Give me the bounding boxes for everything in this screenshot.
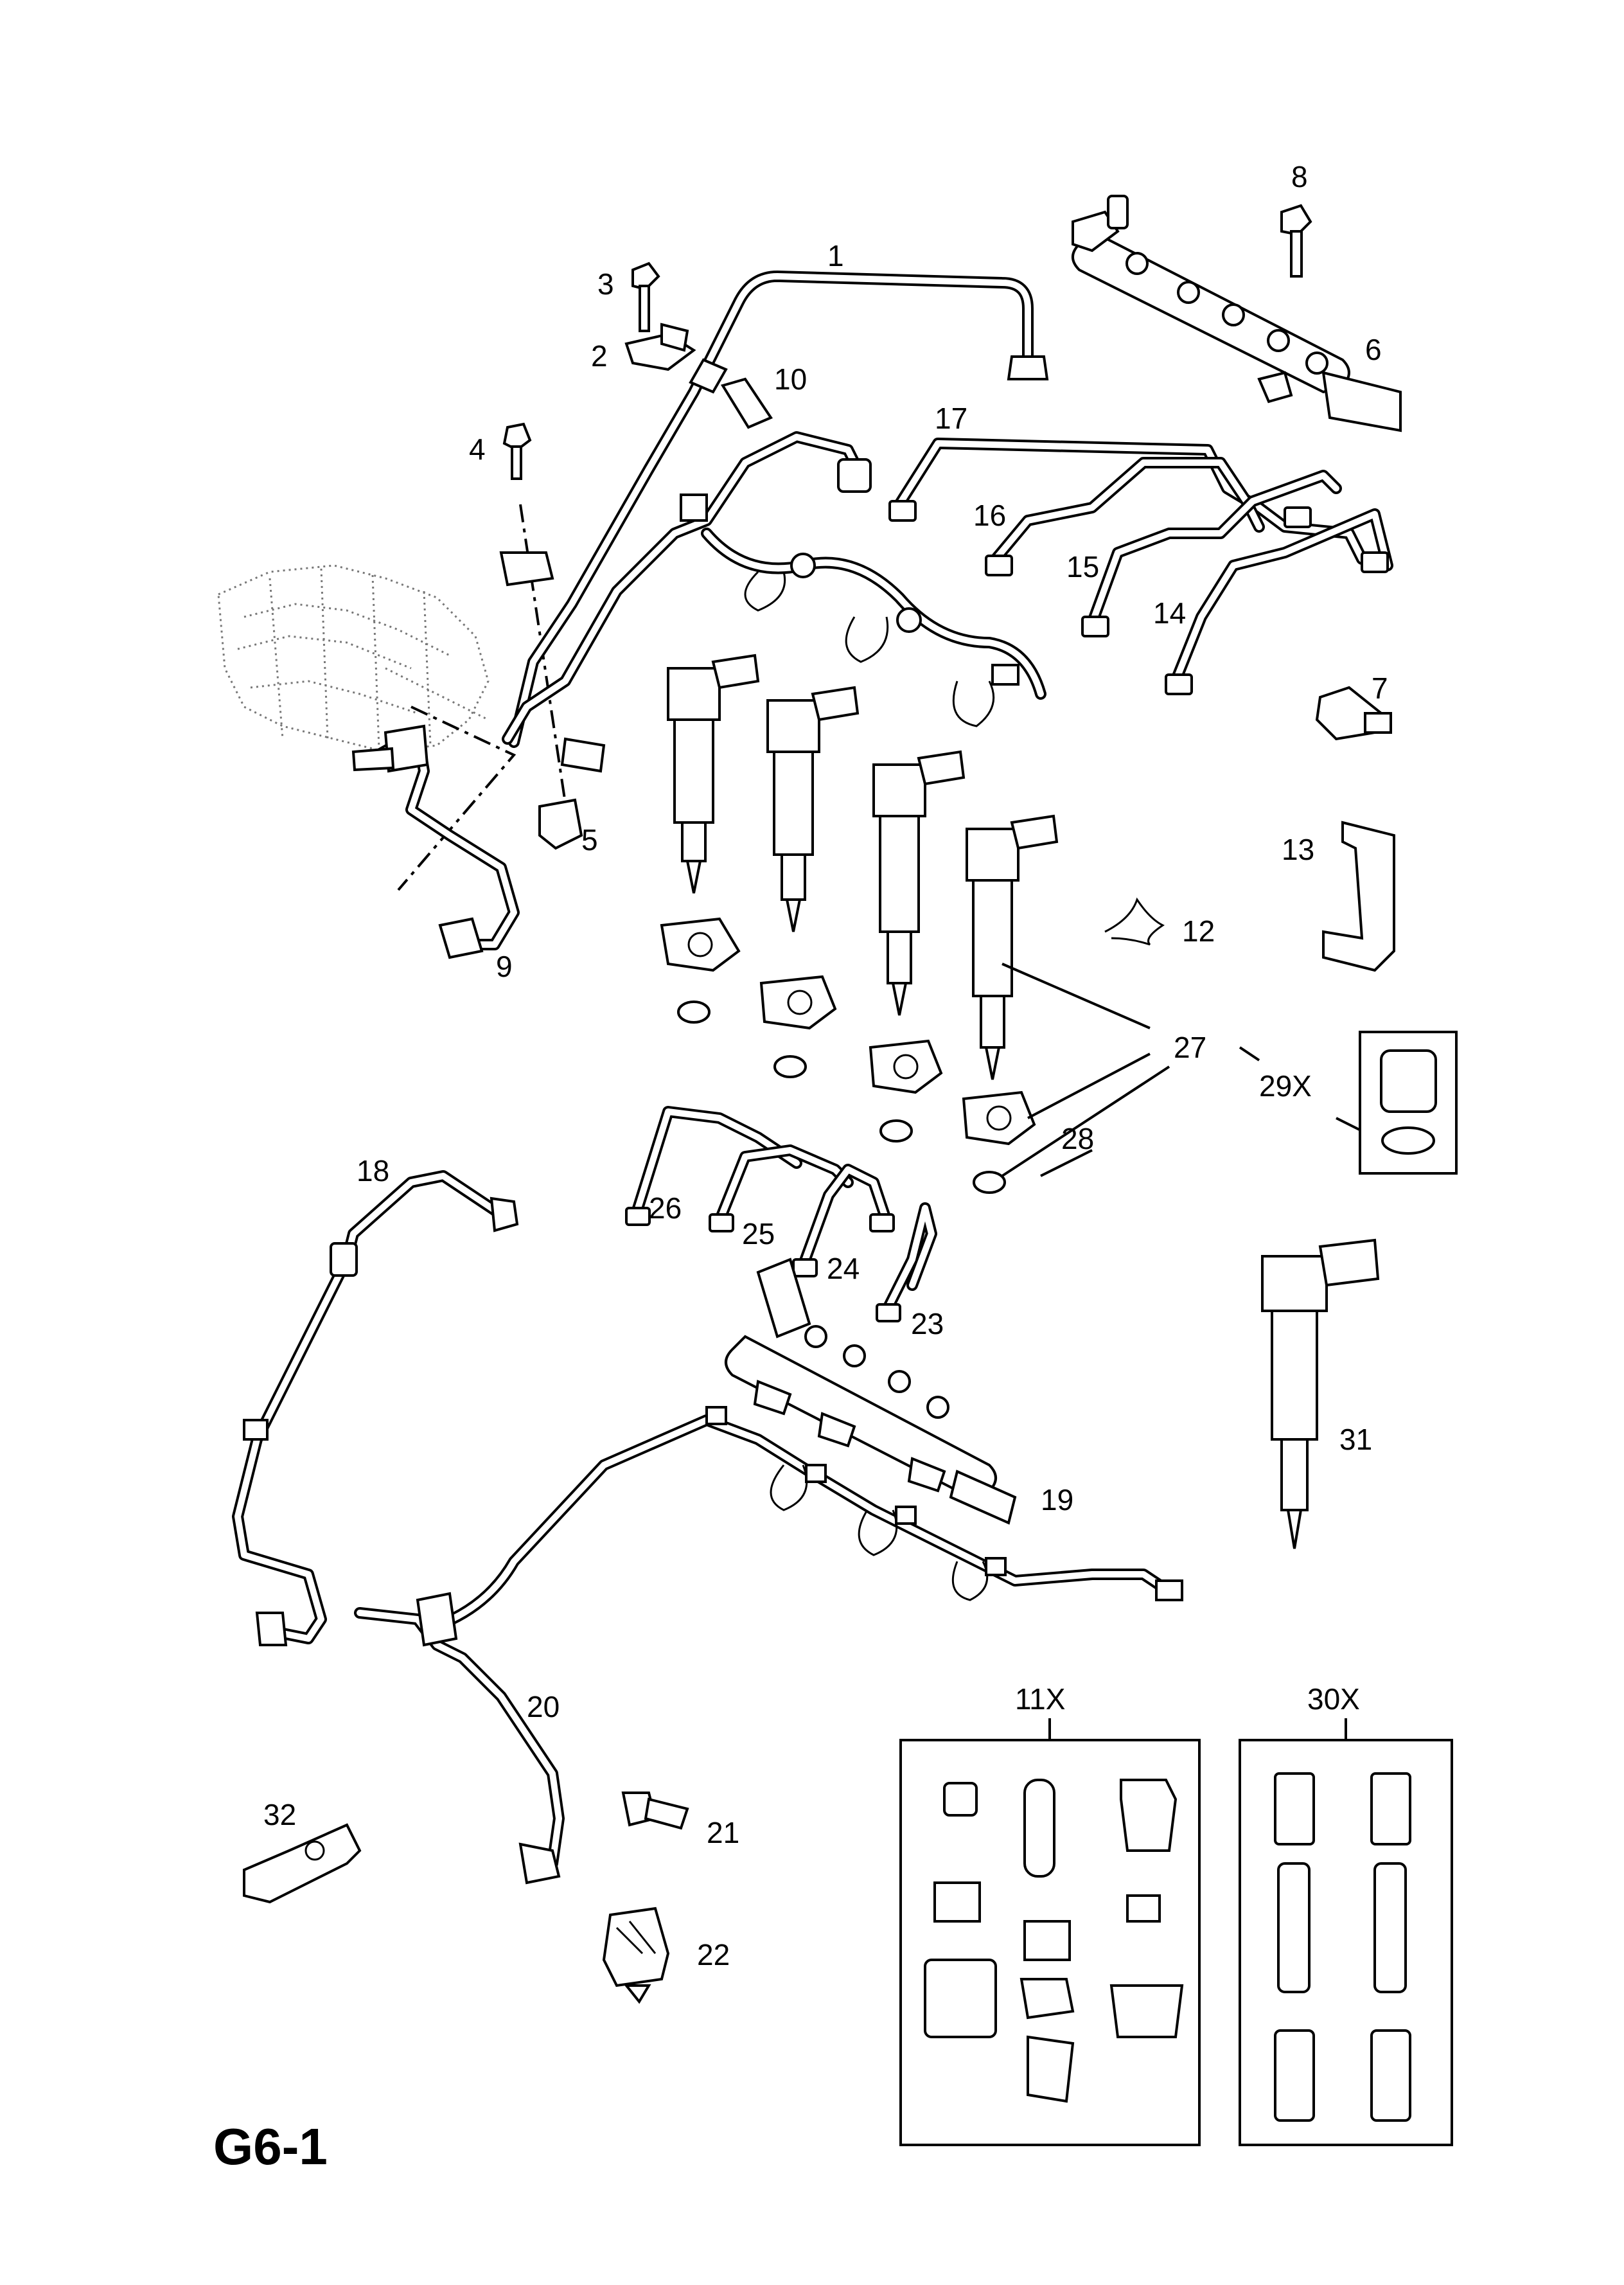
label-3: 3 — [597, 267, 614, 301]
engine-block-outline — [217, 564, 490, 753]
kit-11x-box — [899, 1718, 1201, 2146]
label-18: 18 — [357, 1154, 389, 1187]
label-21: 21 — [707, 1816, 739, 1849]
line-18 — [232, 1170, 519, 1646]
clip-2 — [624, 323, 696, 371]
label-25: 25 — [742, 1217, 775, 1250]
label-27: 27 — [1174, 1031, 1206, 1064]
label-9: 9 — [496, 950, 513, 983]
label-8: 8 — [1291, 160, 1308, 193]
screw-3 — [631, 262, 660, 332]
clip-32 — [243, 1823, 362, 1904]
leader-lines — [1001, 963, 1363, 1177]
label-20: 20 — [527, 1690, 560, 1723]
injector-pipes-14-17 — [888, 438, 1393, 695]
label-30x: 30X — [1307, 1682, 1360, 1716]
label-4: 4 — [469, 432, 486, 466]
line-20 — [354, 1592, 565, 1885]
bolt-8 — [1280, 204, 1312, 278]
line-9 — [351, 724, 520, 959]
label-26: 26 — [649, 1191, 682, 1225]
label-15: 15 — [1066, 550, 1099, 583]
return-line-upper — [499, 431, 1046, 850]
label-22: 22 — [697, 1938, 730, 1971]
injector-31 — [1261, 1238, 1380, 1549]
fuel-rail-lower — [725, 1258, 1017, 1525]
label-12: 12 — [1182, 914, 1215, 948]
bracket-13 — [1322, 821, 1395, 972]
label-17: 17 — [935, 402, 967, 435]
label-31: 31 — [1339, 1423, 1372, 1456]
sleeve-10 — [720, 377, 773, 429]
label-2: 2 — [591, 339, 608, 373]
label-19: 19 — [1041, 1483, 1073, 1516]
label-14: 14 — [1153, 596, 1186, 630]
injector-d — [966, 814, 1059, 1080]
label-24: 24 — [827, 1252, 860, 1285]
label-1: 1 — [827, 239, 844, 272]
injector-a — [667, 653, 760, 894]
label-28: 28 — [1061, 1122, 1094, 1155]
fuel-rail-top — [1072, 195, 1402, 432]
label-11x: 11X — [1015, 1682, 1065, 1716]
kit-29x-box — [1359, 1031, 1458, 1175]
fuel-pipe-1 — [508, 271, 1049, 748]
clip-12 — [1104, 897, 1165, 946]
bolt-21 — [621, 1792, 689, 1830]
valve-22 — [602, 1907, 670, 2004]
clamps-and-washers — [660, 917, 1036, 1194]
injector-c — [872, 750, 966, 1016]
injector-set — [667, 653, 1059, 1080]
label-23: 23 — [911, 1307, 944, 1340]
label-16: 16 — [973, 499, 1006, 532]
part-number-labels: 1 2 3 4 5 6 7 8 9 10 12 13 14 15 16 17 1… — [263, 160, 1388, 1971]
injector-pipes-23-26 — [625, 1106, 937, 1322]
page-title: G6-1 — [213, 2118, 328, 2175]
label-10: 10 — [774, 362, 807, 396]
label-29x: 29X — [1259, 1069, 1312, 1103]
leak-off-line-lower — [431, 1406, 1183, 1632]
label-7: 7 — [1372, 671, 1388, 705]
sensor-7 — [1315, 686, 1392, 741]
injector-b — [766, 686, 860, 932]
kit-30x-box — [1239, 1718, 1453, 2146]
label-13: 13 — [1282, 833, 1314, 866]
bolt-4 — [502, 422, 532, 480]
label-5: 5 — [581, 823, 598, 857]
label-6: 6 — [1365, 333, 1382, 366]
label-32: 32 — [263, 1798, 296, 1831]
